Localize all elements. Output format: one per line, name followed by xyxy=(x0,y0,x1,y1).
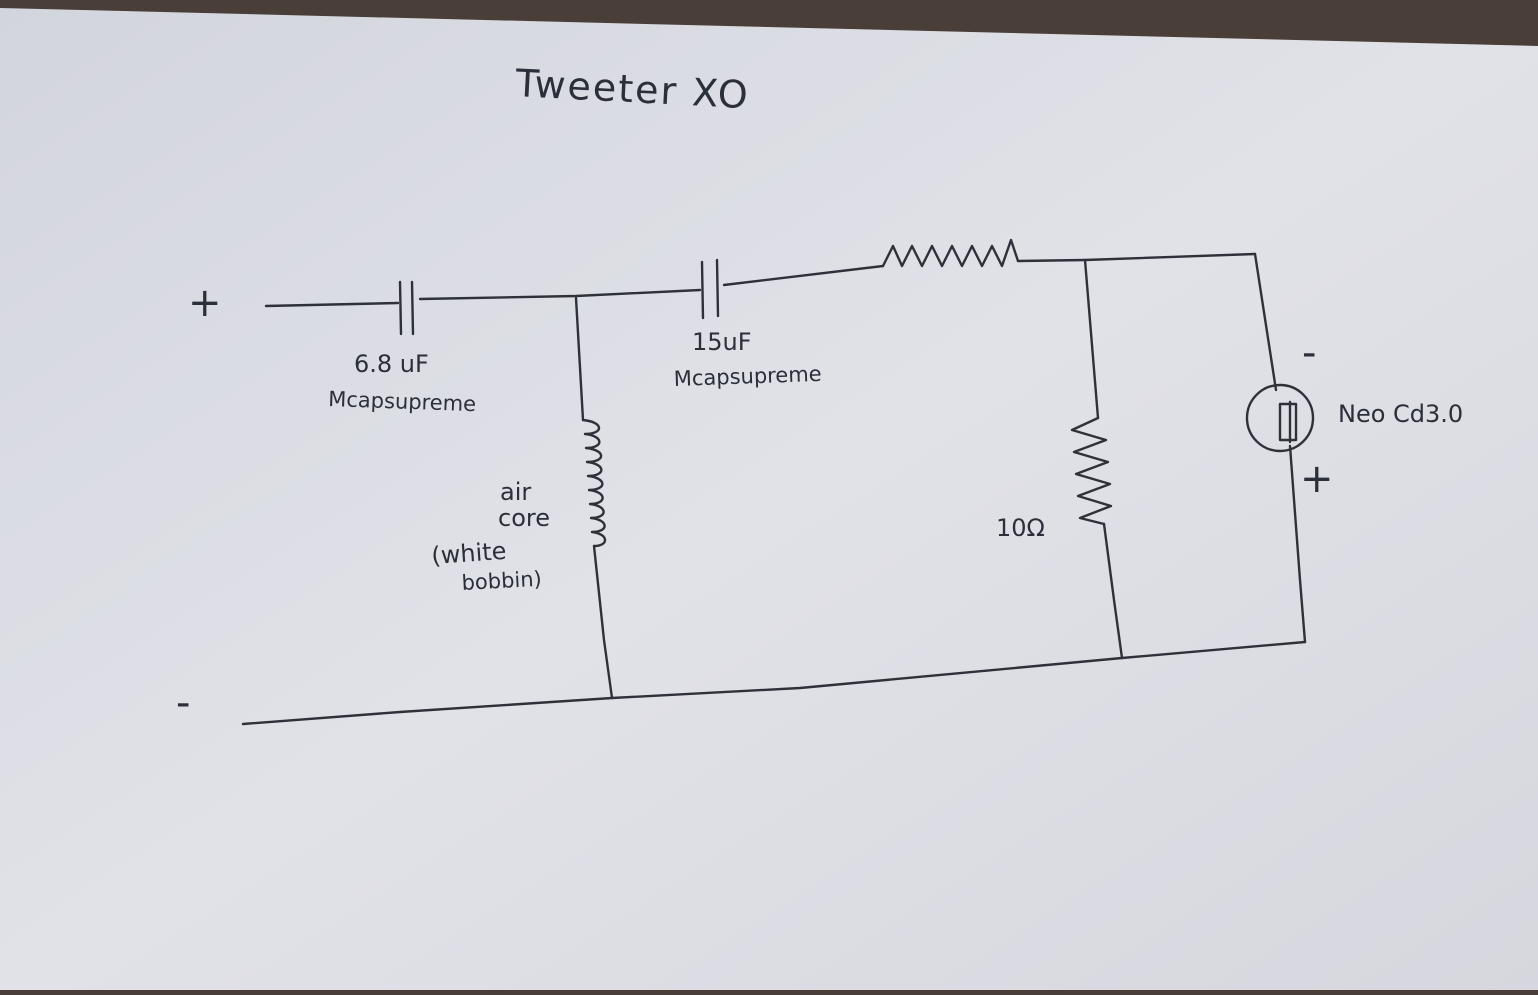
shunt-resistor-label: 10Ω xyxy=(996,514,1045,542)
inductor-label-line3: (white xyxy=(430,537,507,570)
series-resistor xyxy=(881,238,1020,268)
wire-input-to-cap1 xyxy=(264,301,400,308)
paper-sheet xyxy=(0,8,1538,990)
wire-tweeter-top xyxy=(1253,252,1278,392)
cap1-value-label: 6.8 uF xyxy=(354,350,429,378)
input-plus-sign: + xyxy=(188,280,222,326)
shunt-resistor-10ohm xyxy=(1070,416,1113,526)
cap1-brand-label: Mcapsupreme xyxy=(328,387,477,416)
capacitor-1 xyxy=(398,280,415,336)
capacitor-2 xyxy=(700,258,720,320)
tweeter-minus-sign: - xyxy=(1302,330,1316,376)
wire-shunt-resistor-bottom xyxy=(1102,522,1124,660)
cap2-brand-label: Mcapsupreme xyxy=(673,362,822,391)
tweeter-plus-sign: + xyxy=(1300,456,1334,502)
inductor-label-line4: bobbin) xyxy=(461,567,542,595)
input-minus-sign: - xyxy=(176,680,190,726)
wire-inductor-bottom xyxy=(592,544,614,700)
air-core-inductor xyxy=(581,418,607,548)
inductor-label-line1: air xyxy=(500,478,531,506)
wire-shunt-resistor-top xyxy=(1083,258,1100,420)
wire-cap2-to-resistor xyxy=(722,264,885,287)
wire-cap1-to-cap2 xyxy=(418,288,702,301)
tweeter-symbol xyxy=(1245,383,1315,453)
inductor-label-line2: core xyxy=(498,504,550,532)
cap2-value-label: 15uF xyxy=(692,328,752,356)
wire-ground-rail xyxy=(241,640,1307,726)
tweeter-name-label: Neo Cd3.0 xyxy=(1338,400,1463,428)
wire-inductor-top xyxy=(574,296,585,422)
wire-tweeter-bottom xyxy=(1288,444,1307,644)
